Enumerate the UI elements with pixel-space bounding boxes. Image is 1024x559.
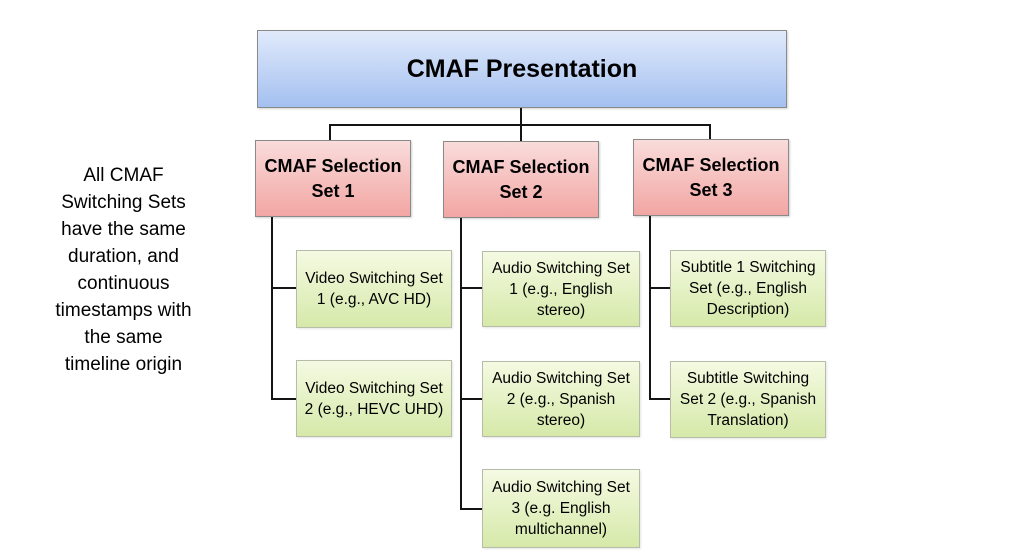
connector-drop-set1 <box>329 124 331 141</box>
node-audio-switching-set-3: Audio Switching Set 3 (e.g. English mult… <box>482 469 640 548</box>
node-label-line: CMAF Selection <box>264 155 402 176</box>
node-audio-switching-set-2: Audio Switching Set 2 (e.g., Spanish ste… <box>482 361 640 437</box>
node-selection-set-1: CMAF Selection Set 1 <box>255 140 411 217</box>
node-label: Audio Switching Set 2 (e.g., Spanish ste… <box>492 369 630 429</box>
node-label-line: Set 2 <box>499 181 543 202</box>
node-selection-set-3: CMAF Selection Set 3 <box>633 139 789 216</box>
node-label-line: Set 1 <box>311 180 355 201</box>
note-line: Switching Sets <box>61 192 186 213</box>
connector-stub-video2 <box>271 398 296 400</box>
node-video-switching-set-1: Video Switching Set 1 (e.g., AVC HD) <box>296 250 452 328</box>
node-subtitle-switching-set-2: Subtitle Switching Set 2 (e.g., Spanish … <box>670 361 826 438</box>
connector-rail-set1 <box>271 216 273 400</box>
node-video-switching-set-2: Video Switching Set 2 (e.g., HEVC UHD) <box>296 360 452 437</box>
node-label: Audio Switching Set 1 (e.g., English ste… <box>492 259 630 319</box>
node-label-line: CMAF Selection <box>642 154 780 175</box>
node-label: Video Switching Set 2 (e.g., HEVC UHD) <box>304 379 444 418</box>
node-cmaf-presentation: CMAF Presentation <box>257 30 787 108</box>
node-label: CMAF Presentation <box>406 54 638 83</box>
note-line: have the same <box>61 219 186 240</box>
node-label-line: Set 3 <box>689 179 733 200</box>
connector-stub-audio1 <box>460 287 482 289</box>
note-line: timeline origin <box>64 354 183 375</box>
connector-stub-video1 <box>271 287 296 289</box>
note-switching-sets: All CMAF Switching Sets have the same du… <box>16 162 231 378</box>
connector-stub-subtitle1 <box>649 287 670 289</box>
node-audio-switching-set-1: Audio Switching Set 1 (e.g., English ste… <box>482 251 640 327</box>
connector-horizontal-bus <box>329 124 711 126</box>
connector-rail-set3 <box>649 215 651 399</box>
connector-stub-subtitle2 <box>649 398 670 400</box>
node-label: Subtitle Switching Set 2 (e.g., Spanish … <box>679 370 817 429</box>
connector-rail-set2 <box>460 217 462 509</box>
node-label: Audio Switching Set 3 (e.g. English mult… <box>492 479 630 538</box>
note-line: All CMAF <box>83 165 164 186</box>
node-label-line: CMAF Selection <box>452 156 590 177</box>
note-line: the same <box>84 327 163 348</box>
node-label: Video Switching Set 1 (e.g., AVC HD) <box>305 270 443 308</box>
connector-stub-audio2 <box>460 398 482 400</box>
node-subtitle-switching-set-1: Subtitle 1 Switching Set (e.g., English … <box>670 250 826 327</box>
node-label: Subtitle 1 Switching Set (e.g., English … <box>680 259 816 318</box>
node-selection-set-2: CMAF Selection Set 2 <box>443 141 599 218</box>
note-line: timestamps with <box>55 300 192 321</box>
note-line: continuous <box>77 273 170 294</box>
connector-drop-set3 <box>709 124 711 140</box>
connector-stub-audio3 <box>460 508 482 510</box>
note-line: duration, and <box>68 246 179 267</box>
